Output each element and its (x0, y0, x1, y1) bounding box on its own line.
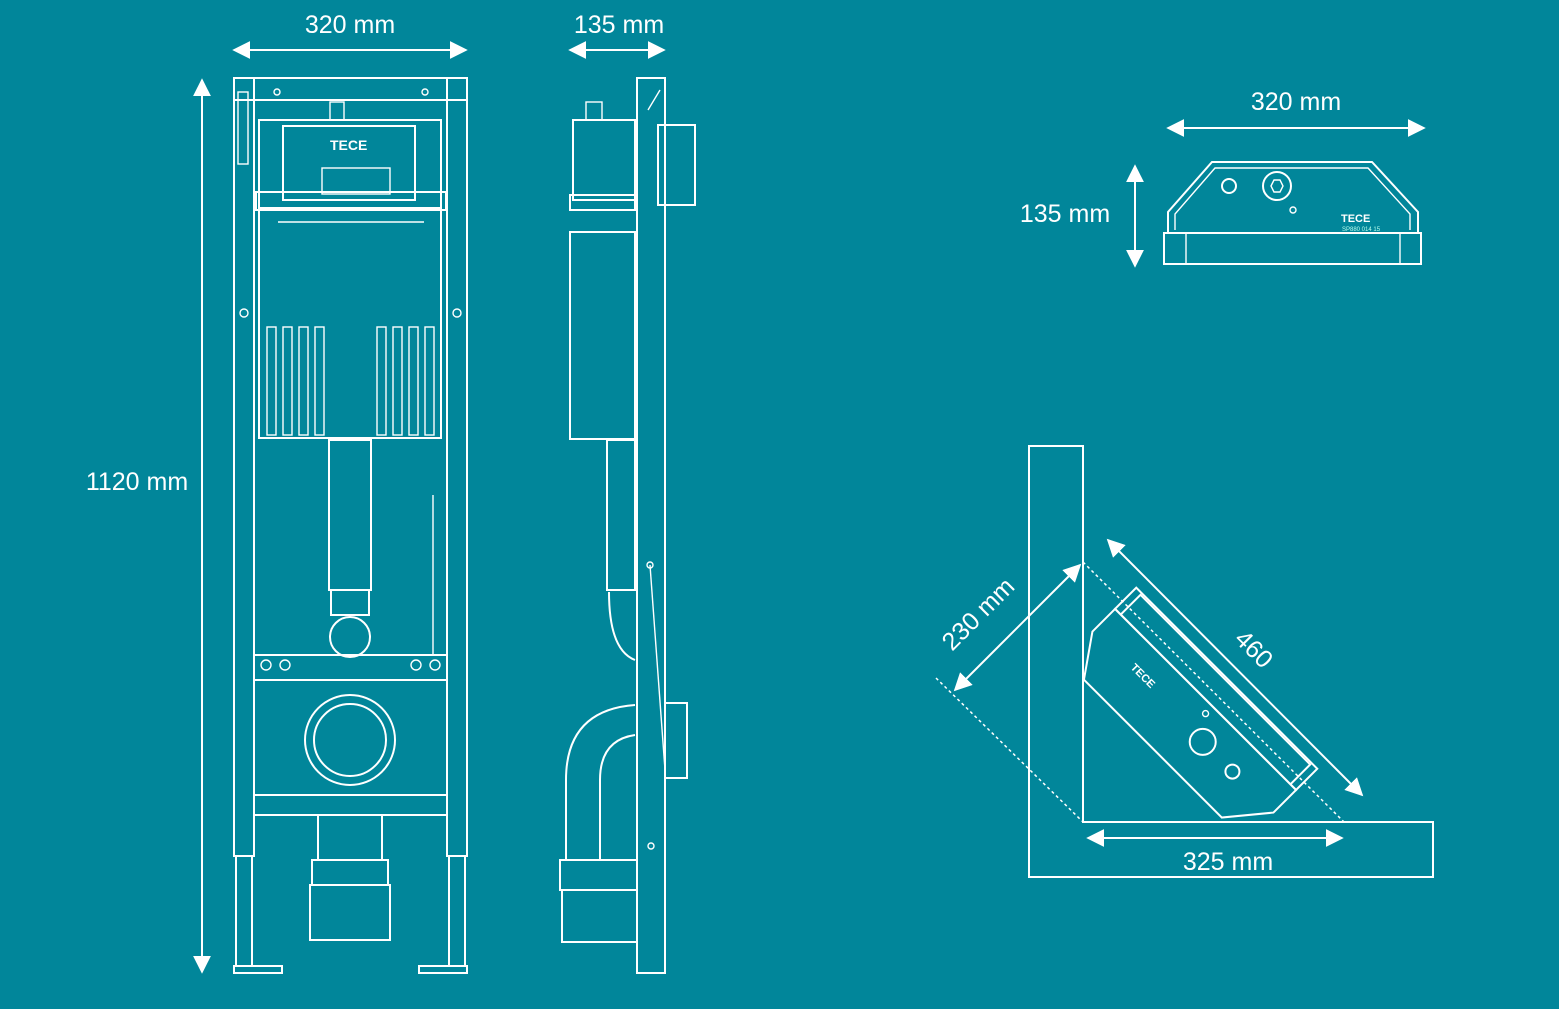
module-code: SP880 014 15 (1342, 227, 1381, 233)
diagonal-arrow (1106, 538, 1364, 797)
front-width-label: 320 mm (305, 11, 395, 39)
module-logo: TECE (1341, 213, 1370, 225)
height-label: 1120 mm (86, 468, 188, 496)
flush-module-view: 320 mm 135 mm TECE SP880 014 15 (1020, 88, 1426, 268)
tece-logo: TECE (330, 137, 367, 153)
corner-installation-view: 230 mm 460 325 mm TECE (935, 445, 1434, 878)
corner-depth-arrow (953, 563, 1082, 692)
side-view-frame: 135 mm (559, 11, 696, 974)
corner-module-logo: TECE (1128, 662, 1157, 691)
module-depth-label: 135 mm (1020, 200, 1110, 228)
corner-width-label: 325 mm (1183, 848, 1273, 876)
diagonal-label: 460 (1229, 625, 1278, 674)
module-width-label: 320 mm (1251, 88, 1341, 116)
side-depth-label: 135 mm (574, 11, 664, 39)
corner-depth-label: 230 mm (937, 573, 1021, 657)
front-view-frame: 320 mm 1120 mm TECE (86, 11, 468, 974)
